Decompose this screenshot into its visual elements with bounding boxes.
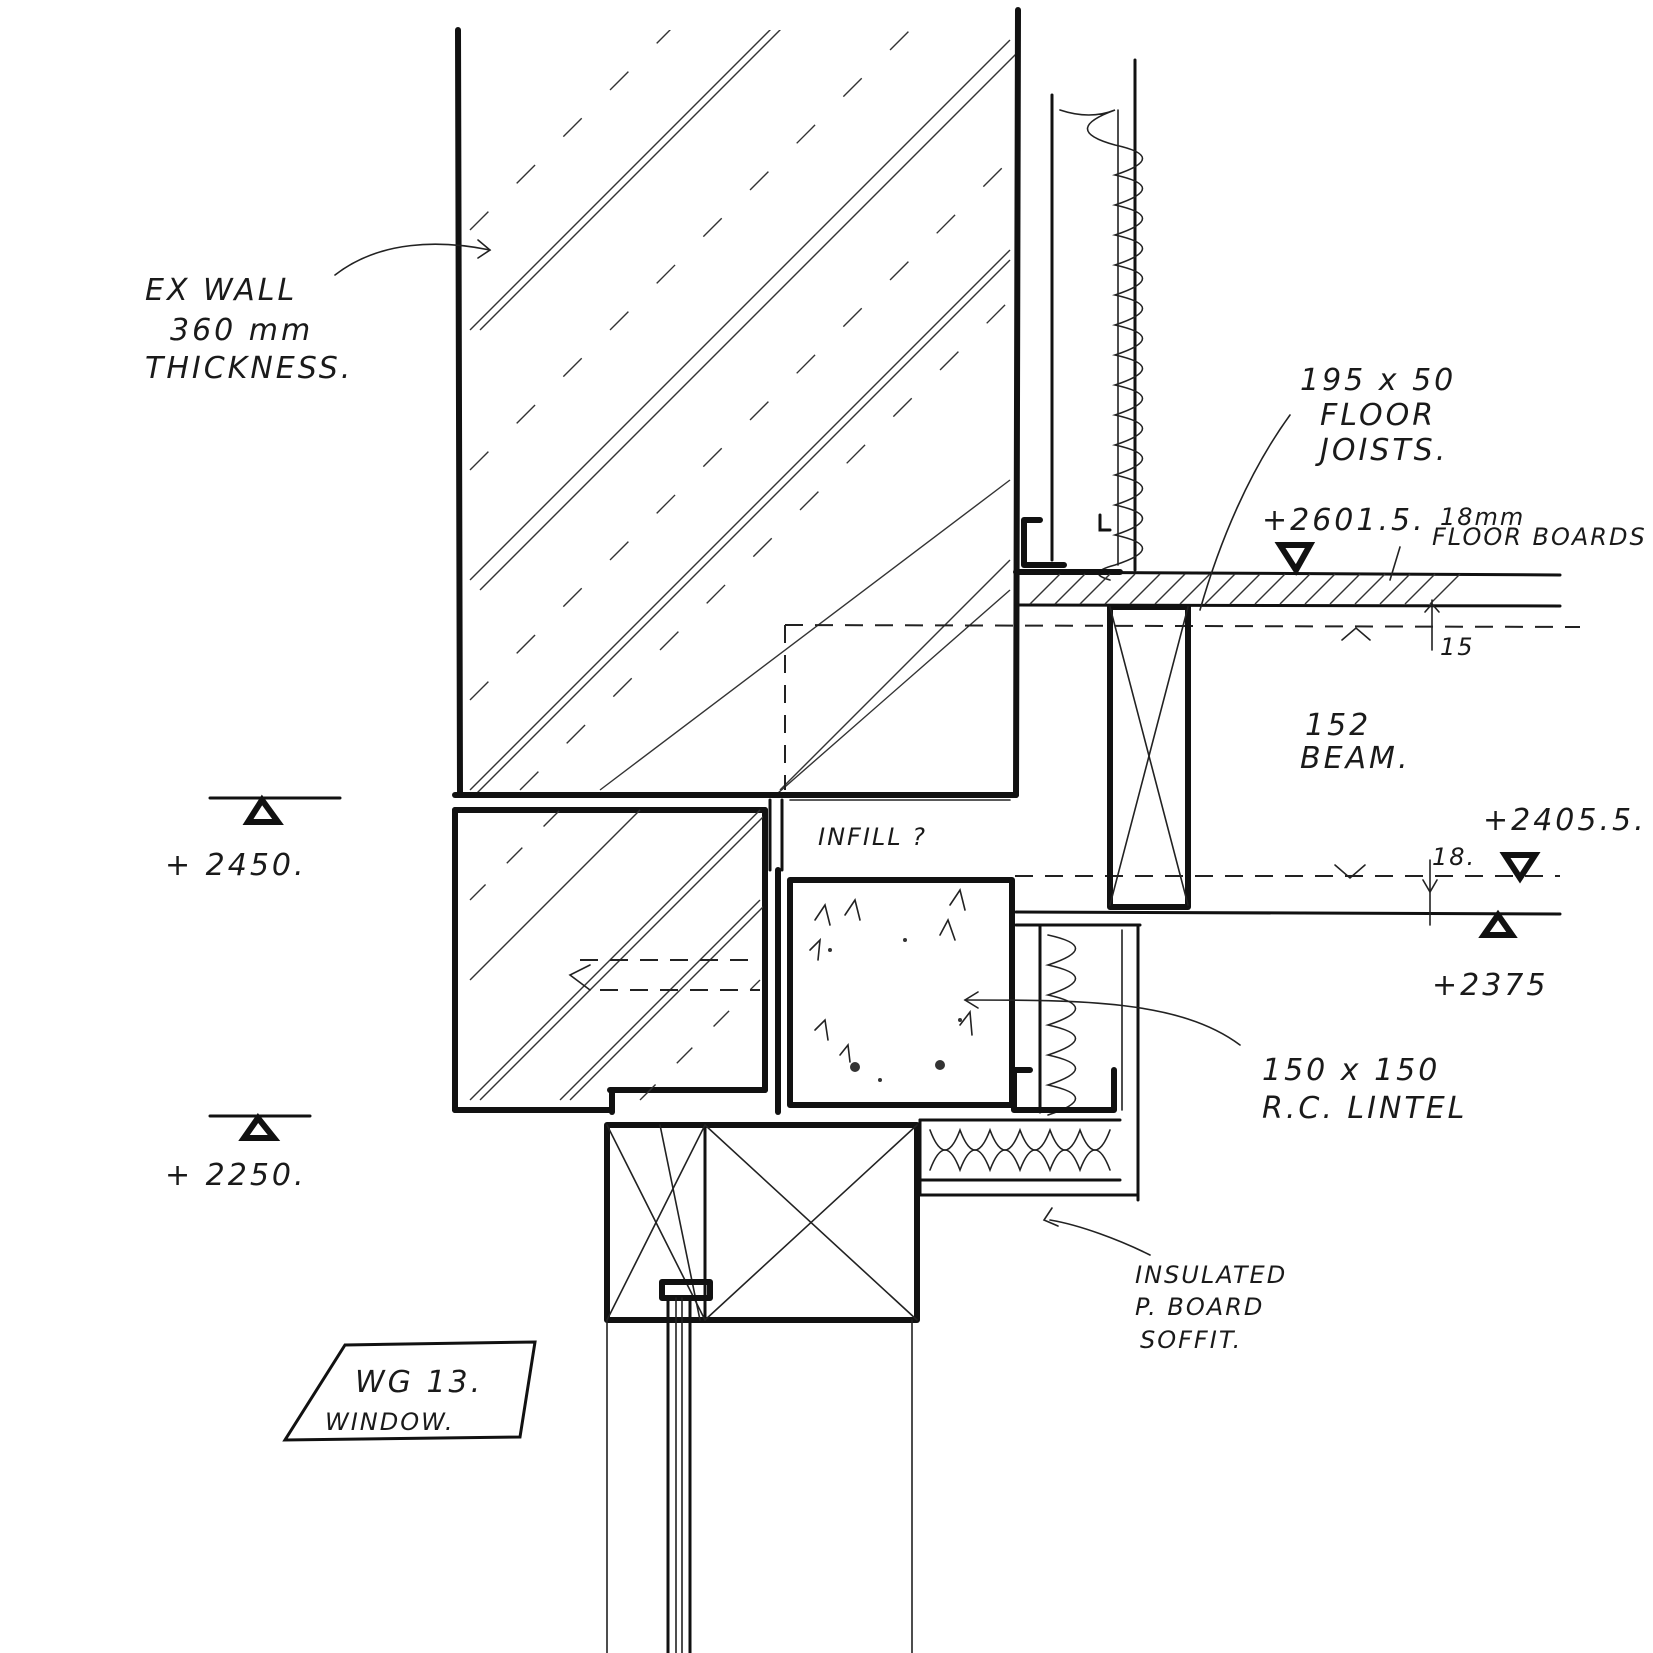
level-2601: +2601.5. <box>1262 503 1426 538</box>
dim-15: 15 <box>1440 633 1475 661</box>
existing-wall <box>452 7 1021 798</box>
label-lintel-1: 150 x 150 <box>1262 1053 1440 1088</box>
label-infill: INFILL ? <box>818 823 927 851</box>
stamp-code: WG 13. <box>355 1365 483 1400</box>
level-2405: +2405.5. <box>1483 803 1647 838</box>
window-head <box>604 1122 920 1653</box>
label-joists-2: FLOOR <box>1320 398 1436 433</box>
label-soffit-1: INSULATED <box>1135 1261 1287 1289</box>
level-2375: +2375 <box>1432 968 1548 1003</box>
label-joists-3: JOISTS. <box>1315 433 1448 468</box>
leader-lines <box>334 239 1401 1256</box>
label-floor-boards-1: 18mm <box>1440 503 1525 531</box>
label-soffit-2: P. BOARD <box>1135 1293 1264 1321</box>
dim-18: 18. <box>1432 843 1476 871</box>
label-ex-wall-2: 360 mm <box>170 313 313 348</box>
level-markers <box>208 542 1541 1141</box>
dimension-ticks <box>1334 599 1440 926</box>
label-soffit-3: SOFFIT. <box>1140 1326 1242 1354</box>
stamp-title: WINDOW. <box>325 1408 455 1436</box>
lower-lining <box>918 923 1140 1202</box>
upper-lining <box>1021 58 1144 581</box>
rc-lintel <box>768 798 1015 1115</box>
label-beam-1: 152 <box>1305 708 1371 743</box>
label-floor-boards-2: FLOOR BOARDS <box>1432 523 1647 551</box>
label-ex-wall-3: THICKNESS. <box>145 351 353 386</box>
level-2250: + 2250. <box>165 1158 307 1193</box>
lower-wall-block <box>452 807 768 1115</box>
label-lintel-2: R.C. LINTEL <box>1262 1091 1467 1126</box>
label-beam-2: BEAM. <box>1300 741 1410 776</box>
floor-structure <box>1013 569 1562 927</box>
annotations: EX WALL 360 mm THICKNESS. 195 x 50 FLOOR… <box>145 273 1647 1436</box>
drawing-stamp <box>282 1340 537 1442</box>
label-joists-1: 195 x 50 <box>1300 363 1456 398</box>
label-ex-wall-1: EX WALL <box>145 273 297 308</box>
level-2450: + 2450. <box>165 848 307 883</box>
